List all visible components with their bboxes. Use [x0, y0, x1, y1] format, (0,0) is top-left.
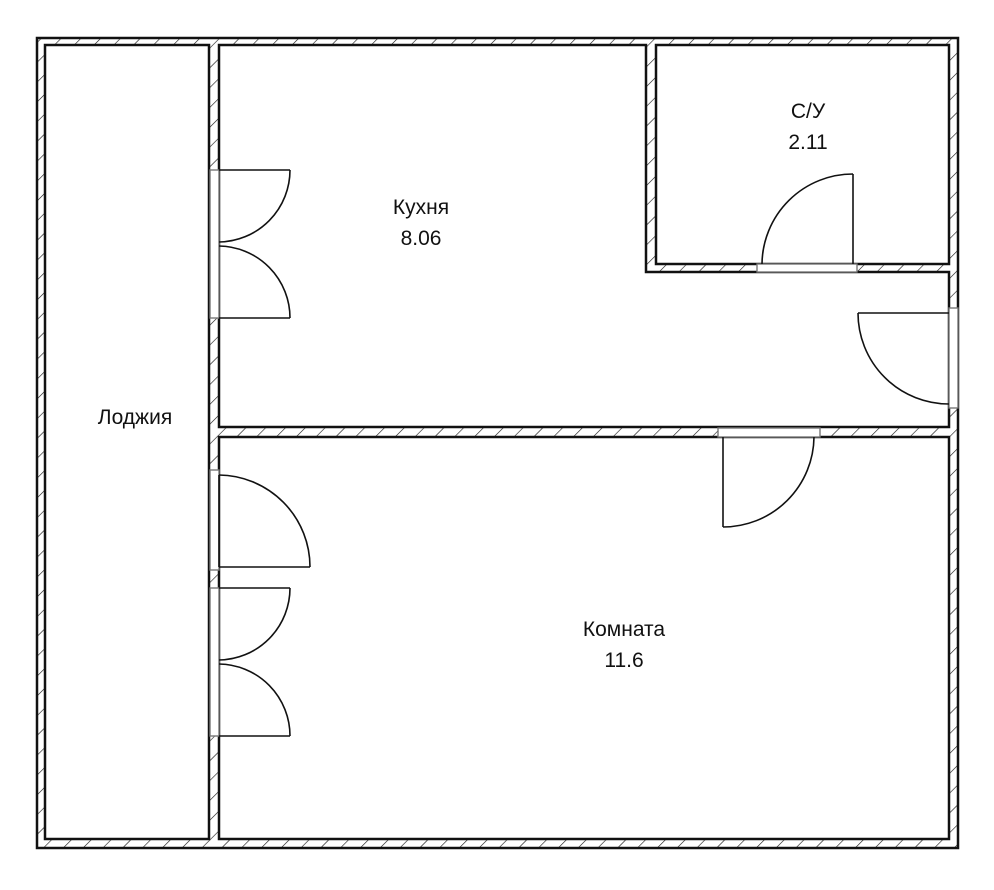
room-loggia-opening-lower [209, 587, 220, 737]
entry-door-opening [948, 307, 959, 409]
room-loggia-door-double [218, 587, 291, 737]
bathroom-door-opening [756, 263, 858, 273]
room-area: 11.6 [604, 649, 643, 672]
room-loggia-opening-upper [209, 469, 220, 571]
room-door [722, 436, 815, 528]
kitchen-name: Кухня [393, 196, 449, 219]
entry-door [857, 312, 950, 405]
room-name: Комната [583, 618, 666, 641]
room-loggia-door-single [218, 474, 311, 568]
outer-wall [35, 36, 960, 850]
loggia-label: Лоджия [98, 406, 172, 429]
bathroom-door [761, 173, 854, 265]
kitchen-outline [217, 43, 951, 429]
wall-hatch [37, 38, 958, 848]
bathroom-name: С/У [791, 100, 826, 123]
kitchen-area: 8.06 [401, 227, 442, 250]
loggia-outline [43, 43, 211, 841]
kitchen-loggia-opening [209, 169, 220, 319]
bathroom-outline [654, 43, 951, 266]
kitchen-loggia-door [218, 169, 291, 319]
room-door-opening [717, 427, 821, 438]
bathroom-area: 2.11 [788, 131, 827, 154]
